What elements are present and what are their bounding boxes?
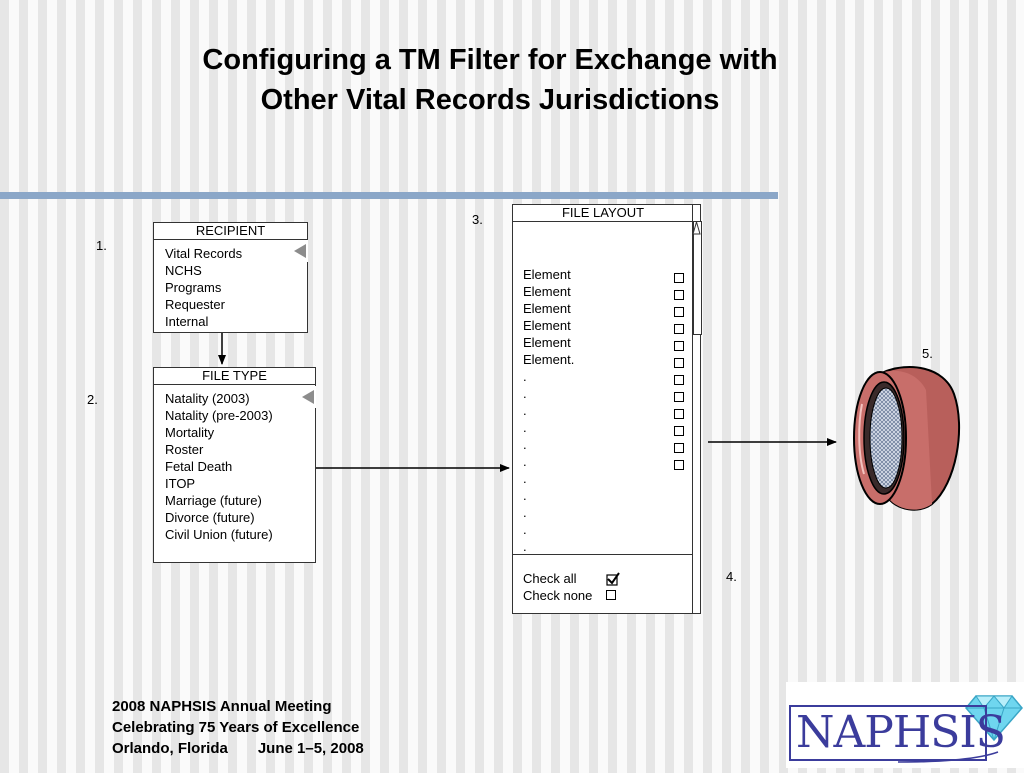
footer-location: Orlando, Florida	[112, 740, 228, 757]
file-type-item[interactable]: Mortality	[165, 425, 215, 440]
file-type-item[interactable]: Marriage (future)	[165, 493, 262, 508]
file-type-item[interactable]: Natality (2003)	[165, 391, 250, 406]
layout-element: Element	[523, 318, 571, 333]
title-divider	[0, 192, 778, 199]
ellipsis-dot: .	[523, 488, 527, 503]
file-layout-box: FILE LAYOUT Element Element Element Elem…	[512, 204, 702, 614]
element-checkbox[interactable]	[674, 426, 684, 436]
ellipsis-dot: .	[523, 522, 527, 537]
recipient-item[interactable]: NCHS	[165, 263, 202, 278]
recipient-item[interactable]: Requester	[165, 297, 225, 312]
scroll-up-icon[interactable]	[692, 220, 701, 235]
element-checkbox[interactable]	[674, 341, 684, 351]
element-checkbox[interactable]	[674, 375, 684, 385]
element-checkbox[interactable]	[674, 290, 684, 300]
recipient-item[interactable]: Programs	[165, 280, 222, 295]
ellipsis-dot: .	[523, 471, 527, 486]
filter-sieve-icon	[853, 366, 960, 511]
layout-element: Element.	[523, 352, 575, 367]
file-type-dropdown-arrow-icon[interactable]	[299, 386, 316, 408]
ellipsis-dot: .	[523, 386, 527, 401]
footer-line-3: Orlando, Florida June 1–5, 2008	[112, 738, 364, 759]
file-type-list: Natality (2003) Natality (pre-2003) Mort…	[154, 385, 315, 543]
scrollbar-thumb[interactable]	[693, 221, 702, 335]
ellipsis-dot: .	[523, 403, 527, 418]
ellipsis-dot: .	[523, 420, 527, 435]
file-type-header: FILE TYPE	[154, 368, 315, 385]
file-type-item[interactable]: ITOP	[165, 476, 196, 491]
file-type-item[interactable]: Fetal Death	[165, 459, 233, 474]
diamond-icon	[789, 695, 1023, 763]
check-none-checkbox[interactable]	[606, 590, 616, 600]
ellipsis-dot: .	[523, 437, 527, 452]
ellipsis-dot: .	[523, 539, 527, 554]
layout-element: Element	[523, 267, 571, 282]
recipient-dropdown-arrow-icon[interactable]	[291, 240, 308, 262]
step-marker-4: 4.	[726, 569, 737, 584]
footer-line-2: Celebrating 75 Years of Excellence	[112, 719, 360, 736]
layout-section-divider	[513, 554, 692, 555]
recipient-header: RECIPIENT	[154, 223, 307, 240]
file-type-item[interactable]: Roster	[165, 442, 204, 457]
step-marker-2: 2.	[87, 392, 98, 407]
element-checkbox[interactable]	[674, 460, 684, 470]
slide-title-line-2: Other Vital Records Jurisdictions	[260, 84, 720, 116]
layout-element-list: Element Element Element Element Element …	[523, 266, 574, 555]
element-checkbox[interactable]	[674, 409, 684, 419]
file-type-box: FILE TYPE Natality (2003) Natality (pre-…	[153, 367, 316, 563]
check-all-label: Check all	[523, 571, 577, 586]
footer-info: 2008 NAPHSIS Annual Meeting Celebrating …	[112, 696, 364, 759]
ellipsis-dot: .	[523, 454, 527, 469]
step-marker-5: 5.	[922, 346, 933, 361]
recipient-box: RECIPIENT Vital Records NCHS Programs Re…	[153, 222, 308, 333]
footer-line-1: 2008 NAPHSIS Annual Meeting	[112, 698, 332, 715]
ellipsis-dot: .	[523, 369, 527, 384]
recipient-item[interactable]: Vital Records	[165, 246, 243, 261]
naphsis-logo: NAPHSIS	[786, 682, 1024, 768]
check-none-label: Check none	[523, 588, 593, 603]
scrollbar-divider	[692, 205, 693, 613]
file-type-item[interactable]: Divorce (future)	[165, 510, 255, 525]
check-all-checkbox[interactable]	[606, 572, 621, 587]
step-marker-1: 1.	[96, 238, 107, 253]
element-checkbox[interactable]	[674, 358, 684, 368]
recipient-list: Vital Records NCHS Programs Requester In…	[154, 240, 307, 330]
element-checkbox[interactable]	[674, 307, 684, 317]
footer-date: June 1–5, 2008	[257, 740, 364, 757]
layout-element: Element	[523, 301, 571, 316]
layout-element: Element	[523, 335, 571, 350]
logo-text: NAPHSIS	[796, 707, 1006, 758]
file-type-item[interactable]: Natality (pre-2003)	[165, 408, 273, 423]
ellipsis-dot: .	[523, 505, 527, 520]
element-checkbox[interactable]	[674, 443, 684, 453]
step-marker-3: 3.	[472, 212, 483, 227]
layout-element: Element	[523, 284, 571, 299]
file-type-item[interactable]: Civil Union (future)	[165, 527, 273, 542]
slide-title: Configuring a TM Filter for Exchange wit…	[0, 40, 980, 120]
recipient-item[interactable]: Internal	[165, 314, 209, 329]
element-checkbox[interactable]	[674, 324, 684, 334]
element-checkbox[interactable]	[674, 392, 684, 402]
file-layout-header: FILE LAYOUT	[513, 205, 693, 222]
slide-title-line-1: Configuring a TM Filter for Exchange wit…	[202, 44, 778, 76]
element-checkbox[interactable]	[674, 273, 684, 283]
